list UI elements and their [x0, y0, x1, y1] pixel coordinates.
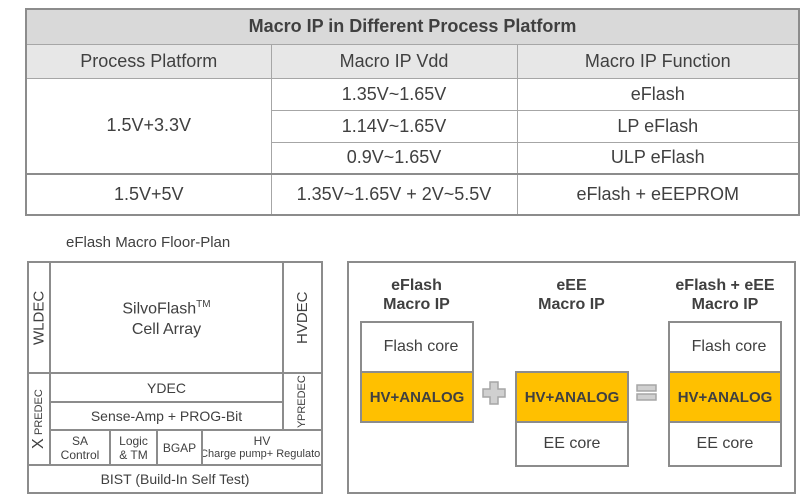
label: Macro IP	[538, 296, 605, 313]
hv-analog-block: HV+ANALOG	[360, 371, 474, 423]
y-label: Y	[296, 420, 308, 429]
eee-macro-title: eEE Macro IP	[515, 276, 628, 314]
cell-array-block: SilvoFlashTM Cell Array	[50, 262, 283, 373]
label: Logic	[119, 433, 148, 448]
table-row: 0.9V~1.65V ULP eFlash	[26, 141, 800, 175]
label: HV	[253, 433, 271, 448]
label: Control	[60, 447, 100, 462]
ee-core-block: EE core	[668, 421, 782, 467]
flash-core-block: Flash core	[668, 321, 782, 373]
predec-label: PREDEC	[296, 374, 308, 421]
function-cell: eFlash	[516, 77, 800, 111]
label: Macro IP	[383, 296, 450, 313]
ydec-block: YDEC	[50, 373, 283, 402]
table-title: Macro IP in Different Process Platform	[25, 8, 800, 45]
function-cell: LP eFlash	[516, 109, 800, 143]
cell-array-name: SilvoFlash	[122, 300, 197, 318]
x-predec-block: X PREDEC	[28, 373, 50, 465]
vdd-cell: 1.35V~1.65V	[270, 77, 518, 111]
sense-amp-block: Sense-Amp + PROG-Bit	[50, 402, 283, 430]
header-vdd: Macro IP Vdd	[270, 43, 518, 79]
header-process-platform: Process Platform	[25, 43, 272, 79]
platform-cell: 1.5V+5V	[25, 173, 272, 216]
hvdec-block: HVDEC	[283, 262, 322, 373]
hv-block: HV(Charge pump+ Regulator)	[202, 430, 322, 465]
label: eEE	[556, 277, 587, 294]
macro-composition-panel	[347, 261, 796, 494]
combo-macro-title: eFlash + eEE Macro IP	[655, 276, 795, 314]
table-row: 1.14V~1.65V LP eFlash	[26, 109, 800, 143]
cell-array-label: Cell Array	[131, 320, 202, 338]
floorplan-title: eFlash Macro Floor-Plan	[66, 234, 231, 251]
label: (Charge pump+ Regulator)	[202, 447, 322, 460]
table-row: 1.5V+3.3V 1.35V~1.65V eFlash	[25, 77, 800, 175]
vdd-cell: 1.35V~1.65V + 2V~5.5V	[270, 173, 518, 216]
predec-label: PREDEC	[33, 389, 45, 436]
bist-block: BIST (Build-In Self Test)	[28, 465, 322, 493]
macro-ip-table: Macro IP in Different Process Platform P…	[25, 8, 800, 216]
bgap-block: BGAP	[157, 430, 202, 465]
flash-core-block: Flash core	[360, 321, 474, 373]
label: eFlash + eEE	[675, 277, 775, 294]
label: & TM	[119, 447, 148, 462]
x-label: X	[30, 438, 47, 449]
vdd-cell: 0.9V~1.65V	[270, 141, 518, 175]
equals-icon	[636, 384, 657, 401]
plus-icon	[482, 381, 506, 405]
hv-analog-block: HV+ANALOG	[515, 371, 629, 423]
hv-analog-block: HV+ANALOG	[668, 371, 782, 423]
function-cell: eFlash + eEEPROM	[516, 173, 800, 216]
label: Macro IP	[691, 296, 759, 313]
label: eFlash	[391, 277, 442, 294]
vdd-cell: 1.14V~1.65V	[270, 109, 518, 143]
ee-core-block: EE core	[515, 421, 629, 467]
wldec-block: WLDEC	[28, 262, 50, 373]
logic-tm-block: Logic& TM	[110, 430, 157, 465]
function-cell: ULP eFlash	[516, 141, 800, 175]
platform-cell: 1.5V+3.3V	[25, 77, 272, 175]
trademark: TM	[196, 299, 211, 311]
table-row: 1.5V+5V 1.35V~1.65V + 2V~5.5V eFlash + e…	[25, 173, 800, 216]
label: SA	[71, 433, 88, 448]
header-function: Macro IP Function	[516, 43, 800, 79]
